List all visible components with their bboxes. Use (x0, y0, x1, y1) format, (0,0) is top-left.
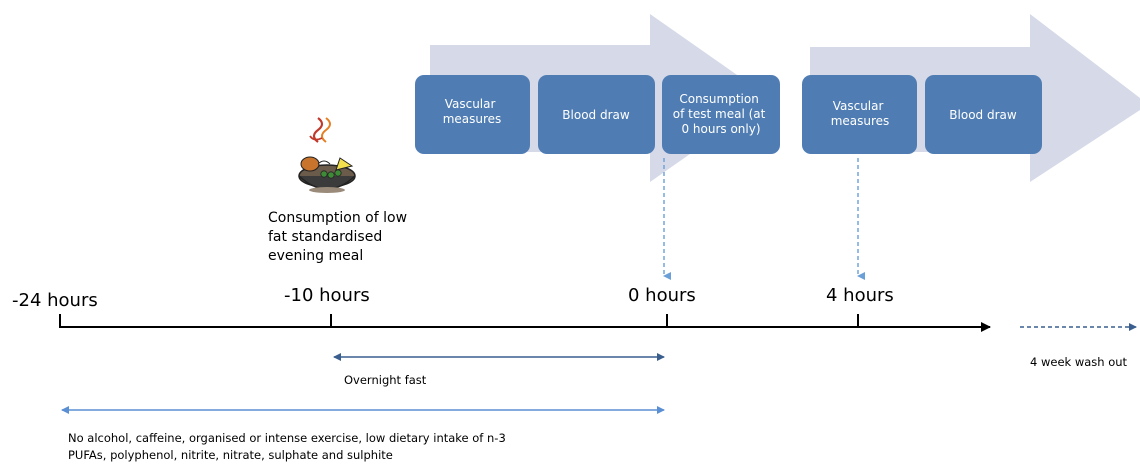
time-label-4: 4 hours (826, 285, 894, 306)
time-label-minus-10: -10 hours (284, 285, 370, 306)
vascular-measures-box-1: Vascular measures (415, 75, 530, 154)
consumption-test-meal-label: Consumption of test meal (at 0 hours onl… (673, 92, 769, 136)
vascular-measures-label-2: Vascular measures (831, 99, 890, 128)
meal-plate-icon (298, 117, 356, 193)
blood-draw-box-1: Blood draw (538, 75, 655, 154)
time-label-minus-24: -24 hours (12, 290, 98, 311)
overnight-fast-label: Overnight fast (344, 373, 427, 387)
evening-meal-text: Consumption of low fat standardised even… (268, 210, 411, 264)
blood-draw-label-1: Blood draw (562, 108, 630, 122)
blood-draw-label-2: Blood draw (949, 108, 1017, 122)
consumption-test-meal-box: Consumption of test meal (at 0 hours onl… (662, 75, 780, 154)
restrictions-text: No alcohol, caffeine, organised or inten… (68, 431, 509, 462)
vascular-measures-label-1: Vascular measures (443, 97, 502, 126)
time-label-0: 0 hours (628, 285, 696, 306)
washout-label: 4 week wash out (1030, 355, 1128, 369)
blood-draw-box-2: Blood draw (925, 75, 1042, 154)
vascular-measures-box-2: Vascular measures (802, 75, 917, 154)
